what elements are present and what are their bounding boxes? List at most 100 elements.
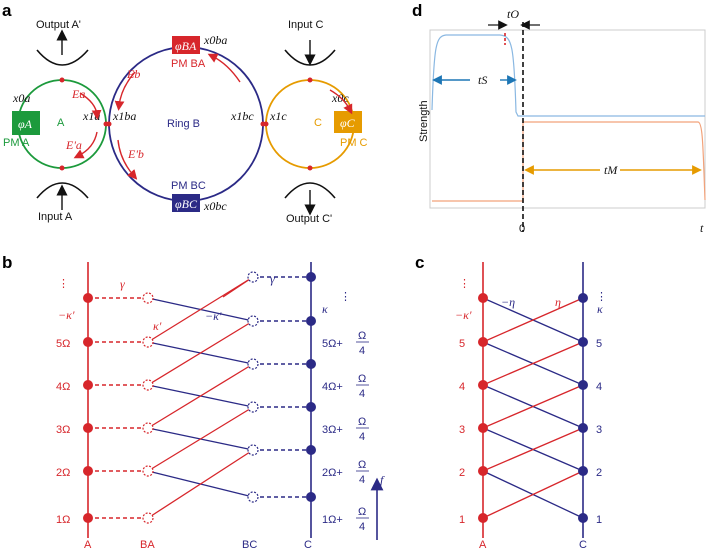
pm-c-label: PM C: [340, 137, 368, 149]
pm-ba-label: PM BA: [171, 58, 206, 70]
x1ba-label: x1ba: [112, 109, 136, 123]
output-a-label: Output A': [36, 19, 81, 31]
plot-frame: [429, 29, 706, 209]
eb-prime-arrow: [117, 139, 138, 180]
eta-label: η: [555, 295, 561, 309]
node-bc-virtual: [247, 358, 259, 370]
node-ba-virtual: [142, 379, 154, 391]
frequency-axis-label: f: [380, 473, 385, 487]
phi-bc-label: φBC: [175, 197, 198, 211]
node-c: [578, 466, 588, 476]
eb-prime-label: E'b: [127, 147, 144, 161]
coupling-point: [59, 165, 65, 171]
node-a: [478, 380, 488, 390]
fraction-numerator: Ω: [358, 330, 366, 342]
phi-c-label: φC: [340, 116, 356, 130]
pm-a-box: [12, 111, 40, 135]
ellipsis-right: ⋮: [596, 291, 607, 303]
level-label-right-main: 4Ω+: [322, 381, 343, 393]
coupling-point: [307, 77, 313, 83]
level-label-right: 3: [596, 424, 602, 436]
column-label-ba: BA: [140, 539, 155, 551]
level-label-left: 2: [459, 467, 465, 479]
bus-waveguide-bottom-a: [36, 182, 89, 199]
phi-a-label: φA: [18, 117, 33, 131]
node-a: [478, 466, 488, 476]
strength-curve-s: [431, 34, 705, 117]
fraction-numerator: Ω: [358, 373, 366, 385]
coupling-line-red: [482, 470, 584, 519]
ring-c-arrow: [329, 89, 353, 115]
level-label-left: 2Ω: [56, 467, 70, 479]
node-bc-virtual: [247, 271, 259, 283]
node-bc-virtual: [247, 315, 259, 327]
ring-c-label: C: [314, 117, 322, 129]
level-label-right: 4Ω+ Ω 4: [322, 373, 369, 400]
pm-a-label: PM A: [3, 137, 30, 149]
node-a: [478, 293, 488, 303]
kappa-left-label: −κ': [455, 308, 472, 322]
node-ba-virtual: [142, 422, 154, 434]
fraction-denominator: 4: [359, 474, 365, 486]
level-label-right: 2Ω+ Ω 4: [322, 459, 369, 486]
coupling-line-red: [482, 297, 584, 343]
coupling-point: [59, 77, 65, 83]
x1bc-label: x1bc: [230, 109, 254, 123]
panel-c-letter: c: [415, 253, 424, 272]
pm-ba-box: [172, 36, 200, 54]
panel-b-coupling-lines: [87, 262, 312, 538]
node-c: [306, 445, 316, 455]
panel-b-nodes: [83, 271, 316, 524]
phi-ba-label: φBA: [175, 39, 197, 53]
level-label-right: 5Ω+ Ω 4: [322, 330, 369, 357]
node-c: [578, 337, 588, 347]
pm-bc-label: PM BC: [171, 180, 206, 192]
node-c: [306, 492, 316, 502]
kappa-prime-neg-label: −κ': [205, 309, 222, 323]
zero-tick-label: 0: [519, 223, 525, 235]
level-label-left: 3Ω: [56, 424, 70, 436]
level-label-left: 1Ω: [56, 514, 70, 526]
ring-a-label: A: [57, 117, 65, 129]
coupling-point: [263, 121, 269, 127]
panel-c-coupling-lines: [482, 262, 584, 538]
eb-arrow: [114, 71, 136, 111]
node-c: [578, 423, 588, 433]
node-a: [83, 293, 93, 303]
level-label-right-main: 3Ω+: [322, 424, 343, 436]
node-a: [83, 337, 93, 347]
panel-c-nodes: [478, 293, 588, 523]
node-ba-virtual: [142, 465, 154, 477]
node-c: [306, 316, 316, 326]
panel-d: d Strength tO tS tM 0 t: [412, 1, 706, 235]
node-ba-virtual: [142, 292, 154, 304]
column-label-a: A: [479, 539, 487, 551]
pm-bc-box: [172, 194, 200, 212]
node-c: [306, 359, 316, 369]
input-c-label: Input C: [288, 19, 324, 31]
coupling-line-red: [147, 320, 254, 386]
level-label-left: 1: [459, 514, 465, 526]
x-axis-label: t: [700, 221, 704, 235]
panel-b-letter: b: [2, 253, 12, 272]
column-label-bc: BC: [242, 539, 257, 551]
node-a: [83, 466, 93, 476]
x1c-label: x1c: [269, 109, 287, 123]
level-label-right: 3Ω+ Ω 4: [322, 416, 369, 443]
node-a: [478, 513, 488, 523]
panel-b: b A BA BC C 5Ω 4Ω 3Ω 2Ω 1Ω 5Ω+ Ω 4 4Ω+ Ω…: [2, 253, 385, 551]
ring-b-arrow-top: [207, 53, 241, 83]
coupling-point: [106, 121, 112, 127]
fraction-denominator: 4: [359, 431, 365, 443]
coupling-line-red: [482, 341, 584, 386]
node-bc-virtual: [247, 491, 259, 503]
output-c-label: Output C': [286, 213, 332, 225]
fraction-numerator: Ω: [358, 459, 366, 471]
ea-prime-arrow: [73, 131, 98, 159]
node-a: [83, 380, 93, 390]
level-label-left: 4: [459, 381, 465, 393]
node-a: [83, 513, 93, 523]
x1a-label: x1a: [82, 109, 100, 123]
coupling-line-red: [147, 449, 254, 519]
x0ba-label: x0ba: [203, 33, 227, 47]
